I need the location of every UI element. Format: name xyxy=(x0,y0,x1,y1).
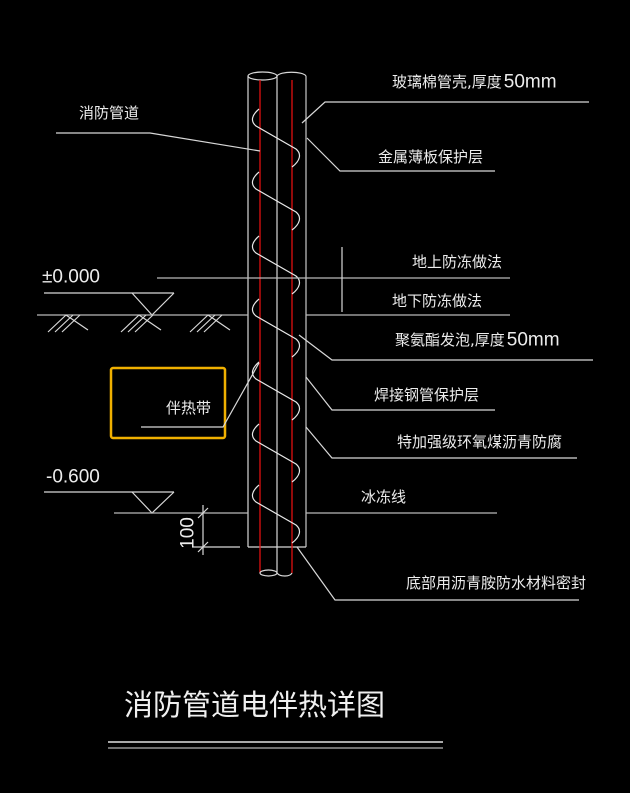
elevation-frost: -0.600 xyxy=(46,467,100,488)
leader-anticorrosion xyxy=(305,426,577,459)
label-anticorrosion: 特加强级环氧煤沥青防腐 xyxy=(397,433,562,451)
top-ellipse-right xyxy=(276,71,307,77)
spiral-turn xyxy=(251,171,301,231)
heat-tracing-cable xyxy=(251,108,301,544)
spiral-turn xyxy=(251,235,301,295)
elevation-ground: ±0.000 xyxy=(42,267,100,288)
dimension-text: 100 xyxy=(178,517,199,549)
glass-wool-text: 玻璃棉管壳,厚度 xyxy=(392,73,502,91)
pipe-assembly xyxy=(247,71,307,577)
leader-glass-wool xyxy=(301,101,589,124)
leader-bottom-seal xyxy=(296,546,579,601)
pu-foam-text: 聚氨酯发泡,厚度 xyxy=(395,331,505,349)
label-frost-line: 冰冻线 xyxy=(361,488,406,506)
spiral-turn xyxy=(251,361,301,421)
spiral-turn xyxy=(251,484,301,544)
label-below-ground: 地下防冻做法 xyxy=(392,292,482,310)
leader-fire-pipe xyxy=(56,132,261,152)
leader-metal-sheet xyxy=(306,137,495,172)
dimension-100: 100 xyxy=(178,505,240,555)
leader-pu-foam xyxy=(298,334,593,361)
bottom-ellipse-left xyxy=(259,569,278,577)
label-fire-pipe: 消防管道 xyxy=(79,104,139,122)
label-bottom-seal: 底部用沥青胺防水材料密封 xyxy=(406,574,586,592)
spiral-turn xyxy=(251,298,301,358)
leader-steel-pipe xyxy=(305,376,495,411)
highlight-box[interactable] xyxy=(109,366,227,440)
drawing-title: 消防管道电伴热详图 xyxy=(124,688,385,722)
spiral-turn xyxy=(251,423,301,483)
label-heat-tracing: 伴热带 xyxy=(166,399,211,417)
label-above-ground: 地上防冻做法 xyxy=(412,253,502,271)
top-ellipse-left xyxy=(247,71,278,81)
label-metal-sheet: 金属薄板保护层 xyxy=(378,148,483,166)
pu-foam-thickness: 50mm xyxy=(507,330,560,351)
glass-wool-thickness: 50mm xyxy=(504,72,557,93)
spiral-turn xyxy=(251,108,301,168)
ground-hatch xyxy=(47,314,231,333)
elevation-ground-marker xyxy=(131,292,175,316)
leader-heat-tracing xyxy=(141,362,260,428)
label-steel-pipe: 焊接钢管保护层 xyxy=(374,386,479,404)
elevation-frost-marker xyxy=(131,491,175,514)
bottom-ellipse-right xyxy=(276,572,293,577)
